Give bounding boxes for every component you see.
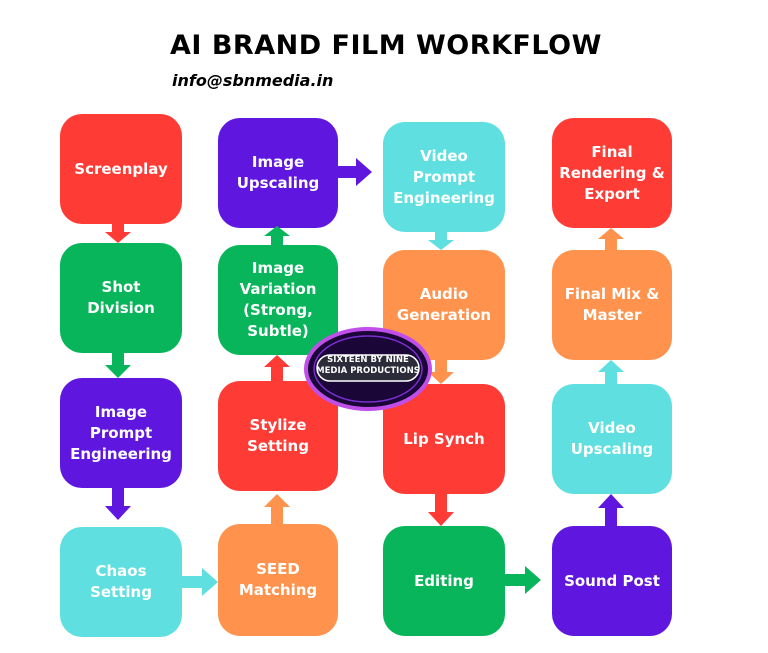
company-logo: SIXTEEN BY NINE MEDIA PRODUCTIONS xyxy=(303,327,433,411)
step-image-upscaling: Image Upscaling xyxy=(218,118,338,228)
step-label: Stylize Setting xyxy=(247,416,309,455)
step-label: Sound Post xyxy=(564,571,660,590)
step-final-mix-master: Final Mix & Master xyxy=(552,250,672,360)
arrow-up-icon xyxy=(598,228,624,250)
step-image-prompt-engineering: Image Prompt Engineering xyxy=(60,378,182,488)
step-label: Video Prompt Engineering xyxy=(393,146,495,207)
step-sound-post: Sound Post xyxy=(552,526,672,636)
logo-text: SIXTEEN BY NINE MEDIA PRODUCTIONS xyxy=(316,355,420,376)
arrow-up-icon xyxy=(264,355,290,381)
step-chaos-setting: Chaos Setting xyxy=(60,527,182,637)
step-label: Chaos Setting xyxy=(90,562,152,601)
step-label: Shot Division xyxy=(87,278,155,317)
step-label: Audio Generation xyxy=(396,285,492,324)
arrow-down-icon xyxy=(428,360,454,384)
step-editing: Editing xyxy=(383,526,505,636)
step-label: Screenplay xyxy=(74,159,168,178)
step-video-prompt-engineering: Video Prompt Engineering xyxy=(383,122,505,232)
arrow-right-icon xyxy=(338,158,372,186)
arrow-down-icon xyxy=(428,232,454,250)
step-label: Image Prompt Engineering xyxy=(70,402,172,463)
arrow-down-icon xyxy=(105,224,131,243)
arrow-up-icon xyxy=(598,360,624,384)
step-label: Image Variation (Strong, Subtle) xyxy=(239,259,317,340)
step-final-rendering-export: Final Rendering & Export xyxy=(552,118,672,228)
page-title: AI BRAND FILM WORKFLOW xyxy=(170,30,602,61)
arrow-right-icon xyxy=(182,568,218,596)
arrow-down-icon xyxy=(428,494,454,526)
step-label: SEED Matching xyxy=(238,560,318,599)
arrow-down-icon xyxy=(105,353,131,378)
step-shot-division: Shot Division xyxy=(60,243,182,353)
arrow-up-icon xyxy=(264,226,290,246)
arrow-up-icon xyxy=(598,494,624,526)
arrow-right-icon xyxy=(505,566,541,594)
step-label: Lip Synch xyxy=(403,429,485,448)
step-label: Final Rendering & Export xyxy=(559,142,665,203)
step-label: Editing xyxy=(414,571,474,590)
step-label: Final Mix & Master xyxy=(564,285,660,324)
step-image-variation: Image Variation (Strong, Subtle) xyxy=(218,245,338,355)
step-video-upscaling: Video Upscaling xyxy=(552,384,672,494)
step-lip-synch: Lip Synch xyxy=(383,384,505,494)
step-seed-matching: SEED Matching xyxy=(218,524,338,636)
arrow-up-icon xyxy=(264,494,290,524)
step-label: Image Upscaling xyxy=(236,153,320,192)
step-screenplay: Screenplay xyxy=(60,114,182,224)
step-stylize-setting: Stylize Setting xyxy=(218,381,338,491)
step-label: Video Upscaling xyxy=(570,419,654,458)
contact-email: info@sbnmedia.in xyxy=(172,71,334,90)
arrow-down-icon xyxy=(105,488,131,520)
